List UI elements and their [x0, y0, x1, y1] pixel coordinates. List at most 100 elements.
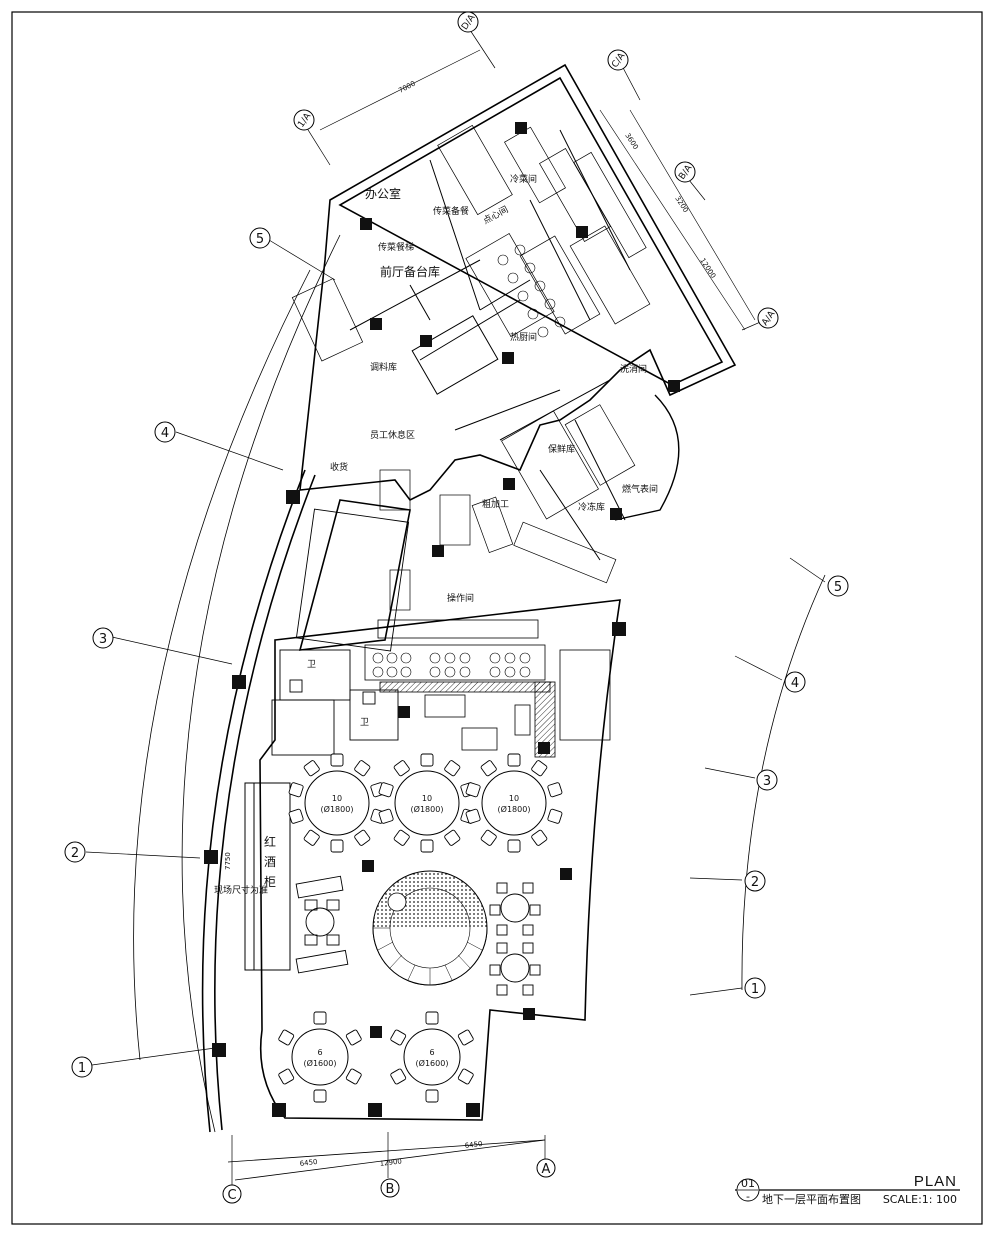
- room-dish-store: 传菜备餐: [433, 205, 469, 217]
- four-top-tables: [489, 882, 541, 996]
- banquet-table-top: [304, 770, 370, 836]
- room-front-prep: 前厅备台库: [380, 264, 440, 279]
- chair: [507, 753, 521, 767]
- banquet-table-2: 10(Ø1800): [378, 753, 476, 853]
- sheet-border: [11, 11, 983, 1225]
- room-pastry: 点心间: [481, 203, 510, 226]
- chair: [507, 839, 521, 853]
- banquet-tables: 10(Ø1800)10(Ø1800)10(Ø1800)6(Ø1600)6(Ø16…: [278, 753, 563, 1103]
- room-gas: 燃气表间: [622, 483, 658, 495]
- room-hot-kitchen: 热厨间: [510, 331, 537, 343]
- chair: [425, 1089, 439, 1103]
- chair: [288, 782, 304, 798]
- wine-cabinet: [244, 782, 291, 971]
- room-dish-pass: 传菜餐梯: [378, 241, 414, 253]
- grid-label-bottom-a: A: [542, 1162, 551, 1177]
- chair: [330, 839, 344, 853]
- chair: [330, 753, 344, 767]
- operation-burners: [372, 652, 531, 678]
- chair: [420, 839, 434, 853]
- burner-grid: [497, 244, 566, 338]
- banquet-table-top: [291, 1028, 349, 1086]
- chair: [547, 782, 563, 798]
- dimension-lines: [319, 49, 756, 331]
- room-receiving: 收货: [330, 461, 348, 473]
- room-toilet-1: 卫: [307, 660, 316, 670]
- chair: [531, 829, 548, 846]
- chair: [393, 760, 410, 777]
- chair: [378, 782, 394, 798]
- banquet-table-3: 10(Ø1800): [465, 753, 563, 853]
- structural-columns: [204, 122, 680, 1117]
- banquet-table-1: 10(Ø1800): [288, 753, 386, 853]
- dim-wine-cabinet: 7750: [224, 852, 232, 870]
- drawing-scale: SCALE:1: 100: [883, 1193, 957, 1206]
- chair: [547, 808, 563, 824]
- dim-right-1: 3600: [623, 132, 639, 151]
- room-labels: 办公室 传菜备餐 传菜餐梯 前厅备台库 冷菜间 点心间 热厨间 洗消间 调料库 …: [307, 173, 658, 728]
- building-outline: [201, 63, 737, 1133]
- kitchen-equipment: [291, 124, 651, 611]
- grid-label-left-4: 4: [161, 426, 169, 441]
- chair: [278, 1029, 295, 1046]
- wine-cabinet-label: 红 酒 柜: [264, 834, 276, 889]
- grid-label-left-3: 3: [99, 632, 107, 647]
- grid-bubbles-right: 5 4 3 2 1: [744, 575, 849, 999]
- room-rough: 粗加工: [482, 498, 509, 510]
- chair: [444, 829, 461, 846]
- dim-bottom-3: 6450: [464, 1140, 483, 1150]
- chair: [345, 1068, 362, 1085]
- chair: [444, 760, 461, 777]
- lounge-seating: [295, 875, 349, 974]
- plan-label: PLAN: [914, 1173, 957, 1190]
- site-dimension-note: 现场尺寸为准: [214, 884, 268, 896]
- grid-label-bottom-c: C: [227, 1188, 236, 1203]
- sheet-number: 01: [741, 1177, 755, 1190]
- room-wash: 洗消间: [620, 363, 647, 375]
- chair: [465, 808, 481, 824]
- table-seats: 6: [317, 1048, 322, 1057]
- chair: [313, 1011, 327, 1025]
- grid-label-left-1: 1: [78, 1061, 86, 1076]
- grid-label-left-2: 2: [71, 846, 79, 861]
- table-seats: 6: [429, 1048, 434, 1057]
- chair: [288, 808, 304, 824]
- chair: [390, 1029, 407, 1046]
- grid-label-right-2: 2: [751, 875, 759, 890]
- chair: [480, 829, 497, 846]
- table-size: (Ø1600): [416, 1058, 449, 1068]
- chair: [393, 829, 410, 846]
- chair: [303, 829, 320, 846]
- room-toilet-2: 卫: [360, 718, 369, 728]
- chair: [378, 808, 394, 824]
- sheet-subnumber: -: [746, 1190, 750, 1203]
- grid-label-right-4: 4: [791, 676, 799, 691]
- grid-bubbles-bottom: C B A: [222, 1132, 556, 1204]
- wine-char-2: 酒: [264, 855, 276, 869]
- gas-room-wall: [614, 394, 680, 521]
- table-seats: 10: [422, 794, 432, 803]
- banquet-table-top: [394, 770, 460, 836]
- chair: [531, 760, 548, 777]
- banquet-table-top: [403, 1028, 461, 1086]
- chair: [354, 760, 371, 777]
- chair: [465, 782, 481, 798]
- chair: [345, 1029, 362, 1046]
- grid-label-right-3: 3: [763, 774, 771, 789]
- chair: [303, 760, 320, 777]
- room-fresh: 保鲜库: [548, 443, 575, 455]
- table-size: (Ø1800): [498, 804, 531, 814]
- table-seats: 10: [509, 794, 519, 803]
- table-size: (Ø1800): [321, 804, 354, 814]
- title-block: 01 - PLAN 地下一层平面布置图 SCALE:1: 100: [735, 1173, 960, 1206]
- wine-char-1: 红: [264, 834, 276, 849]
- chair: [354, 829, 371, 846]
- grid-radial-left: [85, 239, 336, 1066]
- chair: [480, 760, 497, 777]
- toilet-rooms: [271, 508, 410, 756]
- chair: [313, 1089, 327, 1103]
- banquet-table-5: 6(Ø1600): [390, 1011, 474, 1103]
- grid-bubbles-left: 5 4 3 2 1: [64, 227, 271, 1078]
- dim-bottom-2: 12900: [379, 1157, 402, 1168]
- chair: [457, 1068, 474, 1085]
